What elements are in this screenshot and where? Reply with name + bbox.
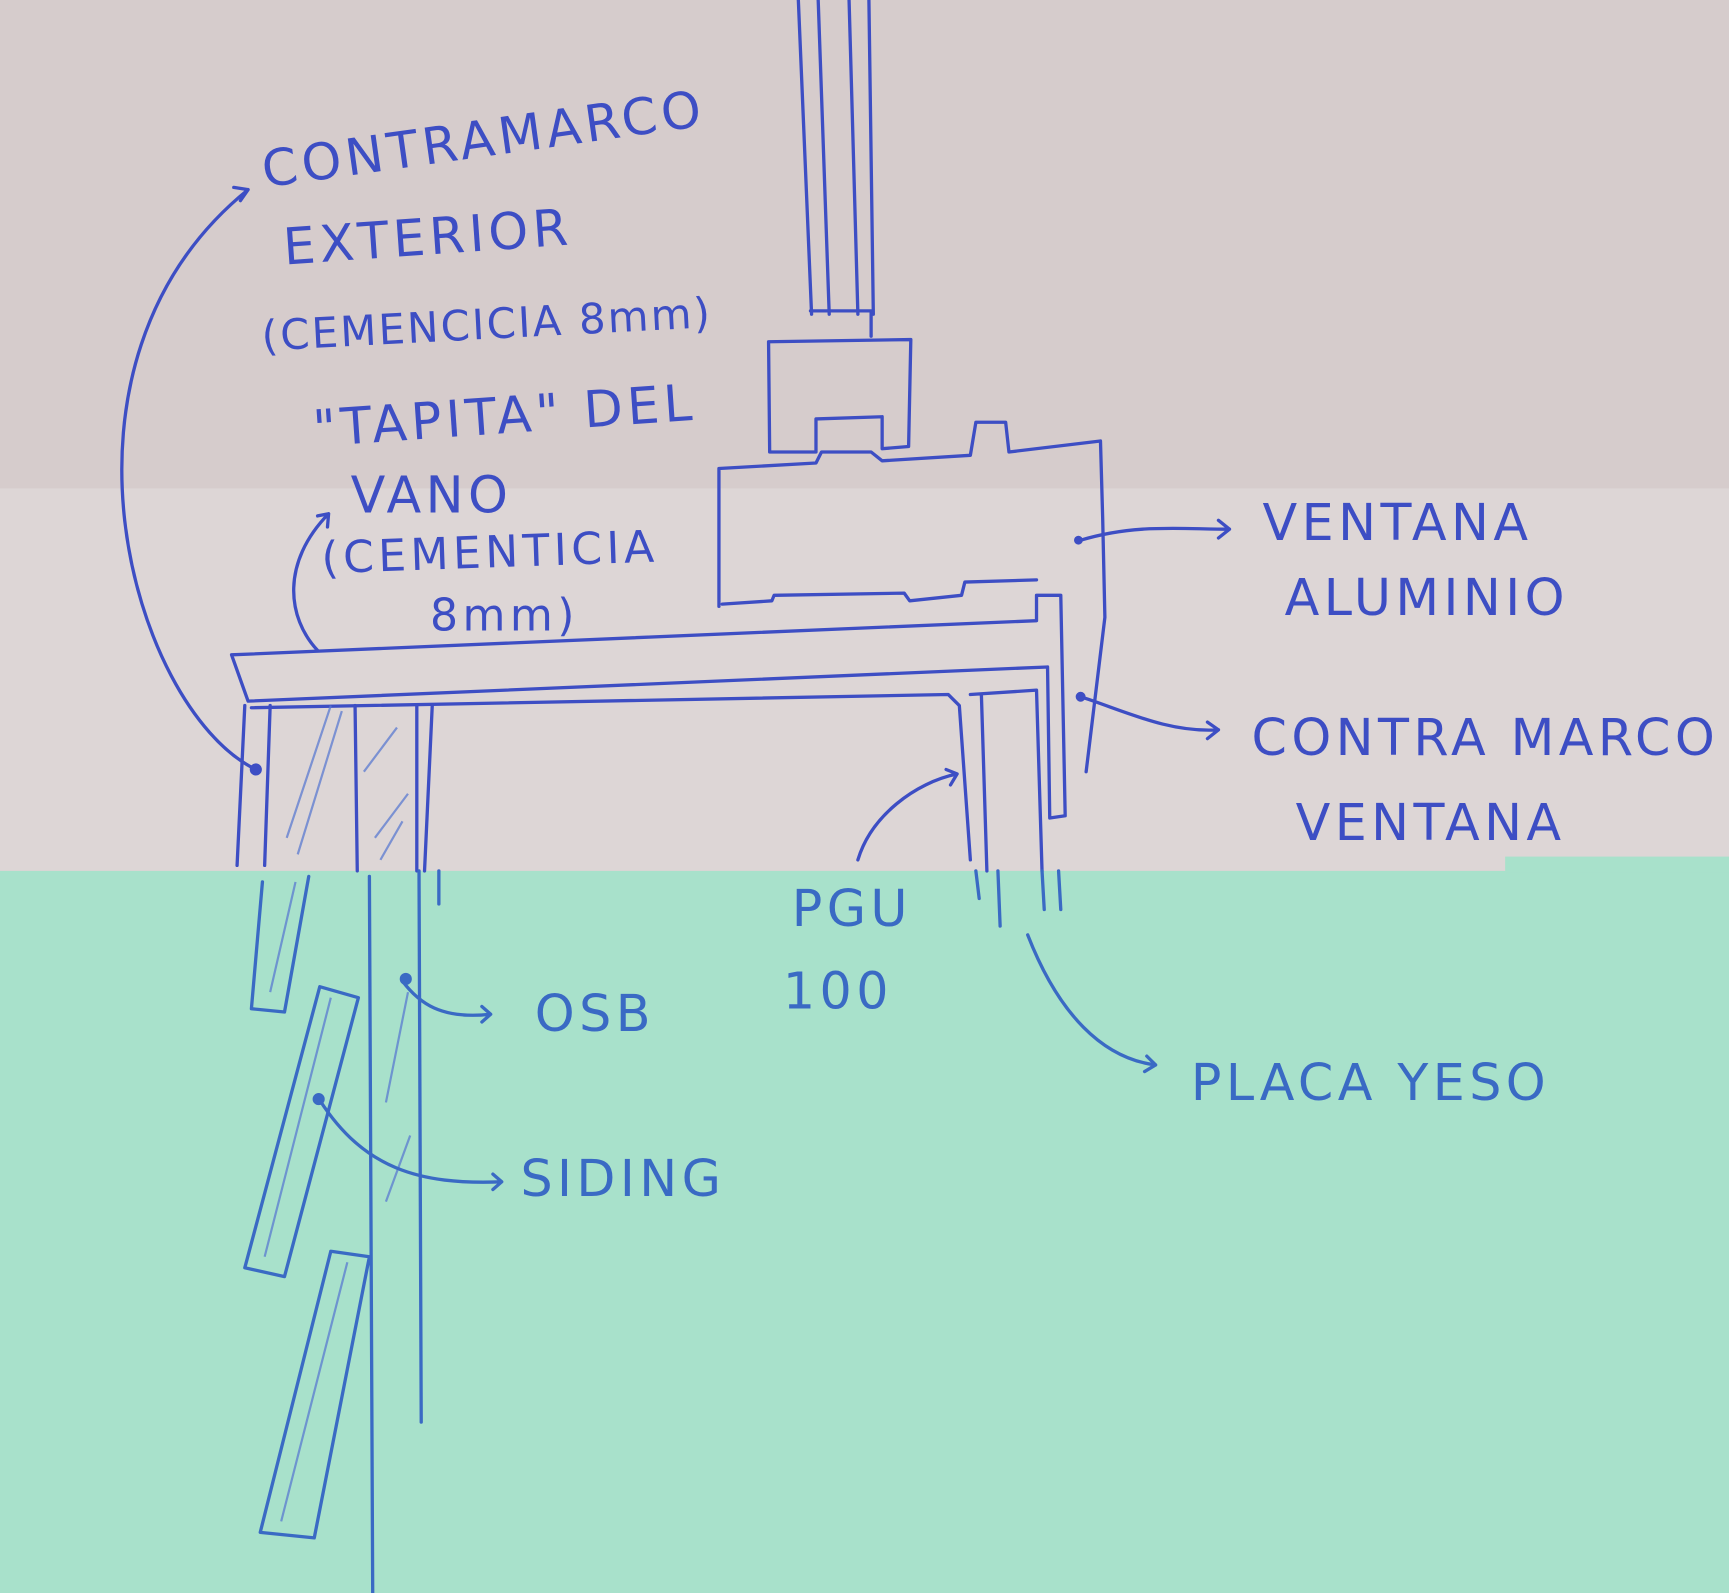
- label-contra-marco-2: VENTANA: [1296, 793, 1566, 852]
- label-placa-yeso: PLACA YESO: [1191, 1053, 1550, 1112]
- arrow-osb: [400, 979, 493, 1024]
- leader-arrows: [120, 185, 1232, 862]
- glass-pane: [796, 0, 875, 338]
- paper-bottom-right: [1505, 856, 1729, 873]
- label-siding: SIDING: [520, 1149, 725, 1208]
- lower-wall: [367, 869, 1063, 1593]
- label-pgu-1: PGU: [792, 879, 912, 938]
- label-ventana-aluminio-1: VENTANA: [1263, 493, 1533, 552]
- arrow-contramarco-exterior: [120, 185, 256, 771]
- aluminium-frame: [717, 420, 1107, 774]
- leader-arrows-lower: [312, 933, 1158, 1192]
- arrow-siding: [318, 1098, 504, 1192]
- sash-profile: [766, 337, 913, 454]
- paper-middle: [0, 488, 1729, 871]
- arrow-contramarco: [1078, 695, 1221, 741]
- label-ventana-aluminio-2: ALUMINIO: [1285, 568, 1569, 627]
- paper-top: [0, 0, 1729, 489]
- arrow-ventana: [1078, 518, 1232, 542]
- arrow-placa-yeso: [1026, 933, 1158, 1074]
- label-pgu-2: 100: [783, 962, 893, 1021]
- label-tapita-4: 8mm): [430, 591, 579, 642]
- arrow-tapita: [292, 512, 331, 653]
- siding-hatch: [263, 881, 412, 1522]
- label-contra-marco-1: CONTRA MARCO: [1252, 708, 1720, 767]
- tapita-board: [229, 593, 1067, 820]
- inner-ledge: [249, 692, 973, 862]
- label-tapita-2: VANO: [351, 466, 513, 525]
- ventana-dot: [1074, 535, 1083, 545]
- osb-hatch: [285, 705, 409, 861]
- label-tapita-3: (CEMENTICIA: [321, 522, 660, 585]
- arrow-pgu: [856, 767, 959, 862]
- label-osb: OSB: [535, 984, 655, 1043]
- siding-boards: [243, 874, 372, 1540]
